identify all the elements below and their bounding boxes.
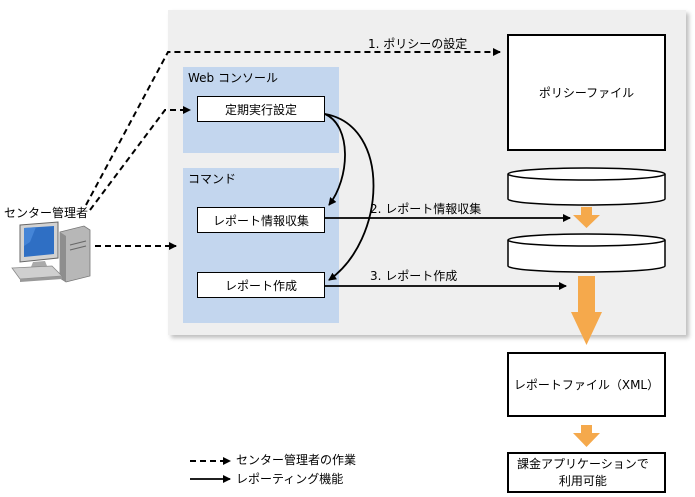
command-title: コマンド [188, 172, 237, 186]
actor-label: センター管理者 [4, 206, 89, 220]
report-collect-box: レポート情報収集 [197, 207, 325, 233]
web-console-title: Web コンソール [188, 71, 278, 85]
common-repository-label: 共通制御リポジトリ [532, 183, 641, 198]
info-accumulation-label: 情報蓄積ファイル [538, 250, 635, 265]
policy-file-box: ポリシーファイル [507, 34, 666, 151]
report-create-box: レポート作成 [197, 272, 325, 298]
billing-app-box: 課金アプリケーションで 利用可能 [507, 452, 666, 493]
computer-icon [11, 221, 91, 283]
legend-reporting-label: レポーティング機能 [236, 472, 344, 486]
flow-label-policy: 1. ポリシーの設定 [368, 37, 468, 51]
legend-admin-label: センター管理者の作業 [236, 453, 357, 467]
orange-arrow-report-to-billing [573, 425, 600, 447]
schedule-setting-box: 定期実行設定 [197, 96, 325, 122]
report-file-box: レポートファイル（XML） [507, 352, 666, 417]
flow-label-create: 3. レポート作成 [370, 269, 458, 283]
flow-label-collect: 2. レポート情報収集 [370, 202, 482, 216]
command-panel [183, 168, 339, 323]
